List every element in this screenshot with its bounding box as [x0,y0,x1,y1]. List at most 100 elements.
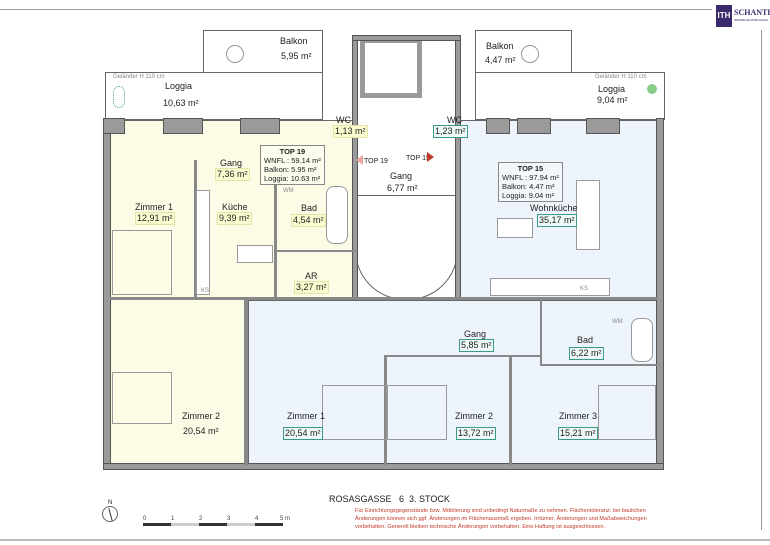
room-name: Zimmer 2 [182,411,220,421]
wall-left [103,118,111,470]
wall-zimmer1-right [194,160,197,297]
scale-label: 2 [199,516,203,522]
address-title: ROSASGASSE 6 3. STOCK [329,494,450,504]
bathtub [631,318,653,362]
top15-balkon: Balkon: 4.47 m² [502,182,555,191]
room-area: 10,63 m² [163,98,199,108]
wall-z2-z3 [509,355,512,465]
wall-bad15-bottom [540,364,658,366]
logo-name: SCHANTL [734,8,770,17]
kitchen-counter [196,190,210,295]
scale-label: 0 [143,516,147,522]
top15-info-box: TOP 15 WNFL : 97.94 m² Balkon: 4.47 m² L… [498,162,563,202]
room-name: Loggia [165,81,193,91]
room-name: Zimmer 1 [135,202,173,212]
room-name: WC [336,115,351,125]
room-area: 20,54 m² [183,426,219,436]
entry-arrow-icon [427,152,434,162]
wall-top-seg [586,118,620,134]
sofa [576,180,600,250]
plant-icon [113,86,125,108]
entry-top15-label: TOP 15 [406,155,430,162]
top15-title: TOP 15 [517,164,544,173]
room-name: Bad [301,203,318,213]
balcony-table [521,45,539,63]
room-area: 7,36 m² [215,168,250,181]
top15-loggia: Loggia: 9.04 m² [502,191,555,200]
wall-right [656,118,664,470]
bed [387,385,447,440]
bed [112,230,172,295]
room-area: 12,91 m² [135,212,175,225]
room-area: 5,85 m² [459,339,494,352]
wall-stair-right [455,35,461,300]
room-name: Balkon [486,41,514,51]
wall-top-seg [486,118,510,134]
plant-icon [647,84,657,94]
logo: ITH SCHANTL IMMOBILIENTREUHAND [716,5,770,27]
top19-title: TOP 19 [279,147,306,156]
frame-bottom-line [0,539,770,541]
dining-table [237,245,273,263]
loggia-top15 [475,72,665,120]
room-area: 5,95 m² [281,51,312,61]
room-name: Balkon [280,36,308,46]
wall-kueche-right [274,185,277,297]
room-name: AR [305,271,318,281]
room-area: 9,39 m² [217,212,252,225]
room-name: Gang [220,158,243,168]
washing-machine-label: WM [612,319,623,325]
frame-top-line [0,9,712,10]
railing-label: Geländer H 110 cm [113,74,165,80]
bed [112,372,172,424]
bed [322,385,387,440]
room-area: 6,22 m² [569,347,604,360]
staircase [355,195,458,300]
room-area: 4,54 m² [291,214,326,227]
elevator [360,38,422,98]
room-area: 35,17 m² [537,214,577,227]
wall-bad-bottom [275,250,355,252]
wall-top-seg [517,118,551,134]
wall-zimmer2-right [244,300,248,465]
room-name: Zimmer 2 [455,411,493,421]
room-name: Zimmer 1 [287,411,325,421]
fridge-label: KS [580,286,589,292]
kitchen-counter [490,278,610,296]
entry-arrow-icon [356,155,363,165]
room-area: 20,54 m² [283,427,323,440]
wall-stair-top [352,35,461,41]
wall-stair-left [352,35,358,300]
room-name: WC [447,115,462,125]
balcony-table [226,45,244,63]
apartment-top15-lower [248,300,658,465]
room-name: Gang [464,329,487,339]
room-name: Bad [577,335,594,345]
north-label: N [108,500,113,506]
loggia-top19 [105,72,323,120]
room-area: 1,13 m² [333,125,368,138]
wall-z1-z2 [384,355,387,465]
scale-label: 3 [227,516,231,522]
top19-info-box: TOP 19 WNFL : 59.14 m² Balkon: 5.95 m² L… [260,145,325,185]
compass-icon [102,506,118,522]
wall-gang15-bottom [385,355,540,357]
wall-bottom [103,463,664,470]
room-name: Loggia [598,84,626,94]
room-area: 9,04 m² [597,95,628,105]
apartment-top15-area [458,120,658,300]
frame-right-line [761,30,762,530]
room-area: 4,47 m² [485,55,516,65]
bed [598,385,656,440]
room-name: Zimmer 3 [559,411,597,421]
disclaimer: Für Einrichtungsgegenstände bzw. Möblier… [355,508,647,530]
wall-bad15 [540,300,542,365]
logo-mark: ITH [716,5,732,27]
bathtub [326,186,348,244]
wall-top-seg [163,118,203,134]
top19-wnfl: WNFL : 59.14 m² [264,156,321,165]
room-area: 13,72 m² [456,427,496,440]
room-area: 15,21 m² [558,427,598,440]
entry-top19-label: TOP 19 [364,158,388,165]
railing-label: Geländer H 110 cm [595,74,647,80]
